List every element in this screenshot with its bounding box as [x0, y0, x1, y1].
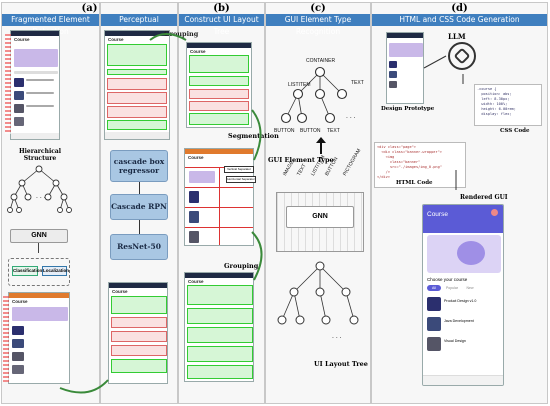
classification-head: Classification — [12, 266, 42, 276]
html-code-block: <div class="page"> <div class="banner-wr… — [374, 142, 466, 188]
layout-phone-1: Course — [186, 42, 252, 128]
llm-logo-icon — [448, 42, 476, 70]
design-prototype-label: Design Prototype — [381, 106, 435, 112]
header-type-recognition: GUI Element Type Recognition — [266, 14, 370, 36]
rendered-gui-label: Rendered GUI — [460, 194, 508, 201]
header-perceptual: Perceptual Grouping — [101, 14, 177, 36]
phone-title: Course — [14, 37, 30, 42]
rendered-banner — [427, 235, 501, 273]
node-listitem-label: LISTITEM — [288, 82, 311, 88]
rendered-gui-phone: Course Choose your course All Popular Ne… — [422, 204, 504, 386]
ui-layout-tree-graphic: · · · — [277, 261, 359, 342]
rendered-tabbar — [423, 375, 503, 385]
layout-phone-3: Course — [184, 272, 254, 382]
input-screenshot-phone: Course — [10, 30, 60, 140]
horizontal-separator-callout: Horizontal Separator — [226, 176, 256, 183]
node-button-label-2: BUTTON — [300, 128, 321, 134]
node-button-label-1: BUTTON — [274, 128, 295, 134]
header-layout-tree: Construct UI Layout Tree — [179, 14, 264, 36]
panel-label-c: (c) — [310, 3, 326, 14]
resnet-50: ResNet-50 — [110, 234, 168, 260]
panel-label-b: (b) — [213, 3, 230, 14]
panel-label-d: (d) — [451, 3, 468, 14]
hier-tree-graphic: · · · — [7, 165, 72, 213]
header-code-generation: HTML and CSS Code Generation — [372, 14, 547, 26]
gnn-box-left: GNN — [10, 229, 68, 243]
layout-phone-2: Course — [184, 148, 254, 246]
tab-all[interactable]: All — [427, 285, 441, 291]
html-code-label: HTML Code — [396, 180, 433, 186]
cascade-rpn: Cascade RPN — [110, 194, 168, 220]
grouping-label-top: Grouping — [164, 30, 199, 38]
design-prototype-phone — [386, 32, 424, 104]
type-labels-row: IMAGE TEXT LISTITEM BUTTON PICTOGRAM — [282, 148, 366, 190]
node-container-label: CONTAINER — [306, 58, 336, 64]
rendered-title: Course — [427, 211, 448, 218]
gnn-box-c: GNN — [286, 206, 354, 228]
node-text-label-2: TEXT — [327, 128, 340, 134]
svg-text:· · ·: · · · — [346, 115, 356, 122]
hier-structure-label: Hierarchical Structure — [18, 148, 62, 162]
course-item-2[interactable]: Java Development — [444, 319, 474, 323]
svg-text:· · ·: · · · — [36, 195, 46, 202]
llm-label: LLM — [448, 32, 466, 41]
course-thumb-2 — [427, 317, 441, 331]
css-code-label: CSS Code — [500, 128, 530, 134]
avatar — [491, 209, 498, 216]
ui-layout-tree-label: UI Layout Tree — [314, 360, 368, 368]
tab-popular[interactable]: Popular — [445, 286, 459, 290]
course-thumb-3 — [427, 337, 441, 351]
localization-head: Localization — [42, 266, 69, 276]
vertical-separator-callout: Vertical Separator — [224, 166, 254, 173]
cascade-box-regressor: cascade box regressor — [110, 150, 168, 182]
header-fragmented: Fragmented Element Detection — [2, 14, 99, 36]
heads-frame — [8, 258, 70, 286]
detected-elements-phone: Course — [8, 292, 70, 384]
fragment-boxes-left — [5, 34, 11, 134]
element-type-title: GUI Element Type — [268, 156, 334, 164]
svg-text:· · ·: · · · — [332, 335, 342, 342]
panel-label-a: (a) — [81, 3, 98, 14]
grouped-phone-top: Course — [104, 30, 170, 140]
grouping-label-bottom: Grouping — [224, 262, 259, 270]
course-item-3[interactable]: Visual Design — [444, 339, 466, 343]
node-text-label: TEXT — [351, 80, 364, 86]
tab-new[interactable]: New — [466, 286, 474, 290]
course-thumb-1 — [427, 297, 441, 311]
course-item-1[interactable]: Product Design v1.0 — [444, 299, 477, 303]
grouped-phone-bottom: Course — [108, 282, 168, 384]
rendered-subtitle: Choose your course — [427, 277, 468, 282]
css-code-block: .course { position: abs; left: 8.30px; w… — [474, 84, 542, 126]
type-tree-graphic: · · · — [280, 66, 356, 124]
type-text: TEXT — [296, 162, 308, 177]
